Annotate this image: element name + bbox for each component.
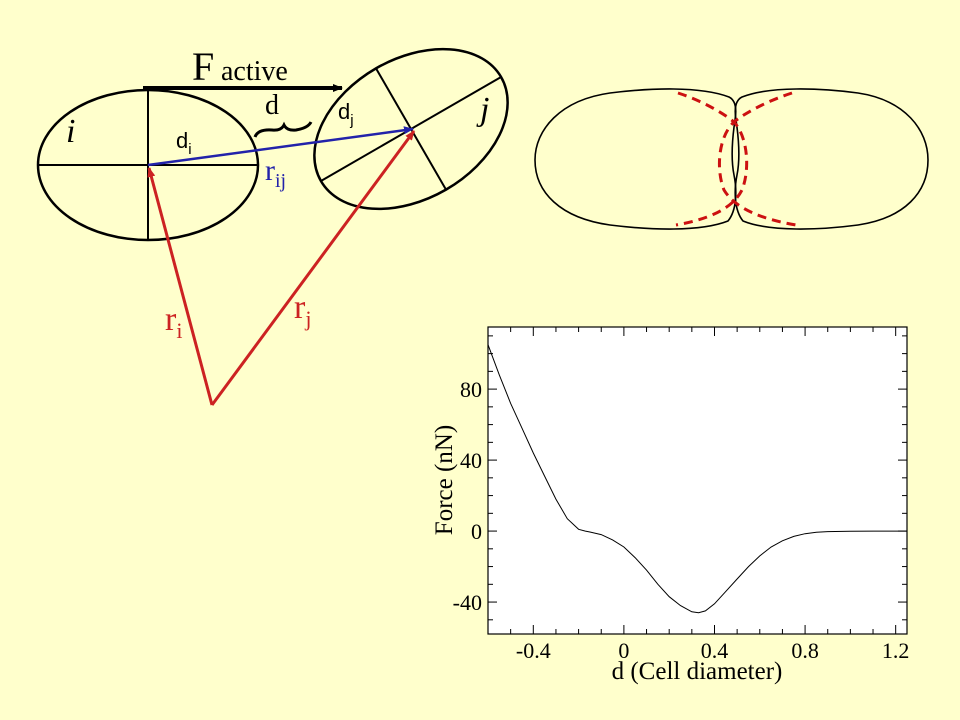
force-curve — [487, 344, 907, 614]
y-tick-label: 40 — [460, 448, 482, 473]
cell-schematic: F active d i j di dj rij ri rj — [36, 44, 509, 406]
y-tick-label: 80 — [460, 377, 482, 402]
force-chart: -0.4 0 0.4 0.8 1.2 -40 0 40 80 d (Cell diameter)… — [431, 326, 910, 685]
r-i-vector — [147, 167, 214, 406]
x-tick-label: -0.4 — [516, 638, 551, 663]
r-ij-vector — [147, 126, 414, 167]
gap-brace — [253, 121, 313, 138]
r-j-vector — [210, 130, 416, 406]
plot-area — [487, 326, 908, 635]
cell-i-label: i — [66, 113, 75, 150]
dashed-arc-right — [717, 91, 797, 227]
cell-right-outline — [734, 88, 929, 230]
cell-left-outline — [534, 88, 737, 230]
gap-label-d: d — [265, 90, 279, 121]
f-active-symbol: F — [192, 44, 214, 89]
y-axis-label: Force (nN) — [431, 425, 458, 535]
r-j-label: rj — [294, 289, 311, 331]
x-tick-label: 0 — [618, 638, 629, 663]
axis-tick-labels: -0.4 0 0.4 0.8 1.2 -40 0 40 80 — [453, 377, 910, 663]
dashed-arc-left — [675, 91, 749, 227]
y-tick-label: -40 — [453, 590, 482, 615]
axis-ticks — [487, 327, 907, 634]
r-ij-label: rij — [265, 154, 286, 192]
d-j-label: dj — [338, 99, 354, 129]
x-tick-label: 0.8 — [791, 638, 819, 663]
overlap-schematic — [534, 88, 929, 230]
x-tick-label: 1.2 — [882, 638, 910, 663]
cell-j-label: j — [476, 91, 489, 128]
r-i-label: ri — [165, 301, 182, 343]
x-axis-label: d (Cell diameter) — [612, 658, 783, 685]
d-i-label: di — [176, 128, 192, 158]
f-active-subscript: active — [221, 56, 288, 87]
x-tick-label: 0.4 — [701, 638, 729, 663]
y-tick-label: 0 — [471, 519, 482, 544]
